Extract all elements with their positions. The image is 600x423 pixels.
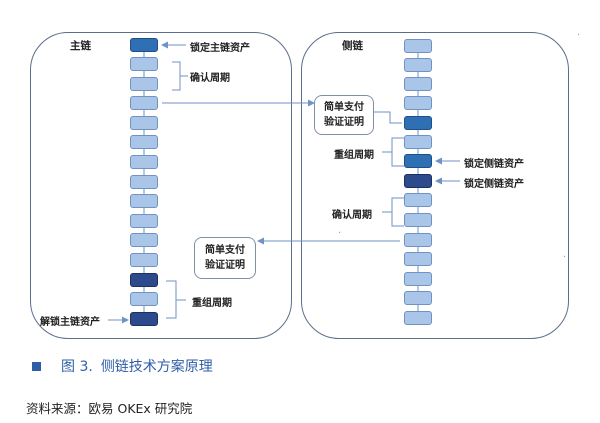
side-block bbox=[404, 291, 432, 305]
main-block bbox=[130, 77, 158, 91]
main-block bbox=[130, 116, 158, 130]
figure-title: 侧链技术方案原理 bbox=[100, 359, 213, 375]
side-reorg-bracket bbox=[382, 137, 404, 167]
main-block bbox=[130, 135, 158, 149]
side-spv-proof-line-1: 简单支付 bbox=[324, 102, 364, 113]
side-block bbox=[404, 116, 432, 130]
main-block bbox=[130, 312, 158, 326]
source-note: 资料来源：欧易 OKEx 研究院 bbox=[26, 401, 193, 416]
main-reorg-period-label: 重组周期 bbox=[192, 298, 232, 309]
side-spv-bracket bbox=[374, 111, 402, 124]
main-reorg-bracket bbox=[166, 280, 186, 319]
main-confirm-bracket bbox=[172, 61, 188, 91]
caption-square-icon bbox=[32, 361, 41, 371]
decorative-dot: · bbox=[338, 228, 342, 239]
main-block bbox=[130, 233, 158, 247]
lock-main-asset-label: 锁定主链资产 bbox=[190, 43, 250, 54]
side-block bbox=[404, 174, 432, 188]
side-block bbox=[404, 77, 432, 91]
main-block bbox=[130, 273, 158, 287]
side-block bbox=[404, 233, 432, 247]
decorative-dot: · bbox=[577, 30, 581, 41]
main-spv-proof-line-1: 简单支付 bbox=[205, 245, 245, 256]
side-block bbox=[404, 311, 432, 325]
lock-side-asset-label-1: 锁定侧链资产 bbox=[464, 159, 524, 170]
side-block bbox=[404, 39, 432, 53]
side-block bbox=[404, 252, 432, 266]
main-chain-panel bbox=[30, 32, 292, 339]
side-block bbox=[404, 58, 432, 72]
side-spv-proof-box: 简单支付 验证证明 bbox=[314, 95, 374, 135]
main-block bbox=[130, 292, 158, 306]
main-block bbox=[130, 155, 158, 169]
side-spv-proof-line-2: 验证证明 bbox=[324, 117, 364, 128]
figure-label: 图 3. bbox=[61, 359, 93, 375]
side-reorg-period-label: 重组周期 bbox=[334, 150, 374, 161]
decorative-dot: · bbox=[563, 252, 567, 263]
main-block bbox=[130, 214, 158, 228]
side-block bbox=[404, 193, 432, 207]
main-block bbox=[130, 253, 158, 267]
main-block bbox=[130, 175, 158, 189]
figure-caption: 图 3. 侧链技术方案原理 bbox=[32, 356, 213, 376]
side-chain-title: 侧链 bbox=[342, 40, 363, 52]
side-block bbox=[404, 272, 432, 286]
side-block bbox=[404, 135, 432, 149]
side-confirm-period-label: 确认周期 bbox=[332, 210, 372, 221]
main-chain-title: 主链 bbox=[70, 40, 91, 52]
side-chain-panel bbox=[301, 32, 569, 339]
lock-side-asset-label-2: 锁定侧链资产 bbox=[464, 179, 524, 190]
side-confirm-bracket bbox=[382, 197, 404, 227]
main-block bbox=[130, 96, 158, 110]
main-block bbox=[130, 38, 158, 52]
side-block bbox=[404, 213, 432, 227]
main-confirm-period-label: 确认周期 bbox=[190, 73, 230, 84]
unlock-main-asset-label: 解锁主链资产 bbox=[40, 317, 100, 328]
side-block bbox=[404, 96, 432, 110]
main-block bbox=[130, 57, 158, 71]
main-block bbox=[130, 194, 158, 208]
main-spv-proof-line-2: 验证证明 bbox=[205, 260, 245, 271]
main-spv-proof-box: 简单支付 验证证明 bbox=[194, 237, 256, 279]
side-block bbox=[404, 154, 432, 168]
